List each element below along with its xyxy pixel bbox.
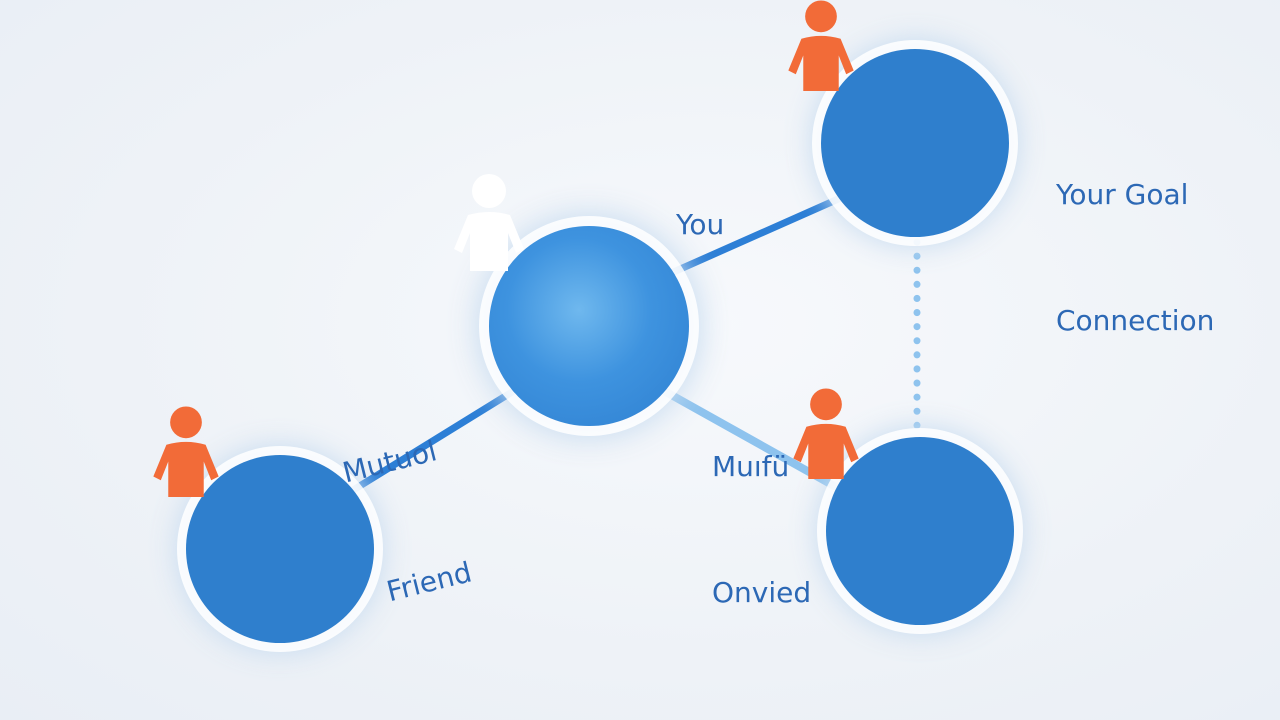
mutual-friend-label-line2: Friend	[383, 555, 475, 609]
node-goal[interactable]	[788, 0, 1009, 237]
edge-you-friend	[346, 388, 516, 496]
mutual-friend-label-line1: Mutuol	[339, 434, 440, 490]
edge-you-mutual	[662, 388, 840, 491]
person-icon	[788, 0, 854, 91]
node-mutual-right[interactable]	[793, 388, 1014, 625]
mutual-right-label: Muıfü Onvied	[712, 362, 811, 698]
mutual-right-label-line1: Muıfü	[712, 450, 790, 483]
mutual-right-label-line2: Onvied	[712, 576, 812, 609]
goal-label-line2: Connection	[1056, 304, 1215, 337]
goal-label: Your Goal Connection	[1056, 90, 1214, 426]
you-label: You	[676, 208, 725, 241]
person-icon	[454, 174, 524, 271]
person-icon	[793, 388, 859, 479]
node-mutual-friend[interactable]	[153, 406, 374, 643]
edge-you-goal	[656, 192, 849, 282]
node-you[interactable]	[454, 174, 689, 426]
goal-label-line1: Your Goal	[1056, 178, 1189, 211]
person-icon	[153, 406, 219, 497]
